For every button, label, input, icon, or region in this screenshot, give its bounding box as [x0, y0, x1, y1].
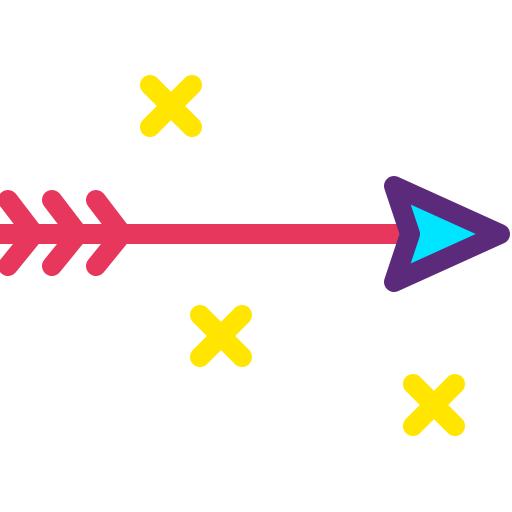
arrowhead	[384, 176, 510, 292]
sparkle-x-icon	[403, 374, 465, 436]
arrow-fletching	[0, 190, 132, 276]
sparkle-x-icon	[190, 305, 252, 367]
sparkle-x-icon	[140, 75, 202, 137]
